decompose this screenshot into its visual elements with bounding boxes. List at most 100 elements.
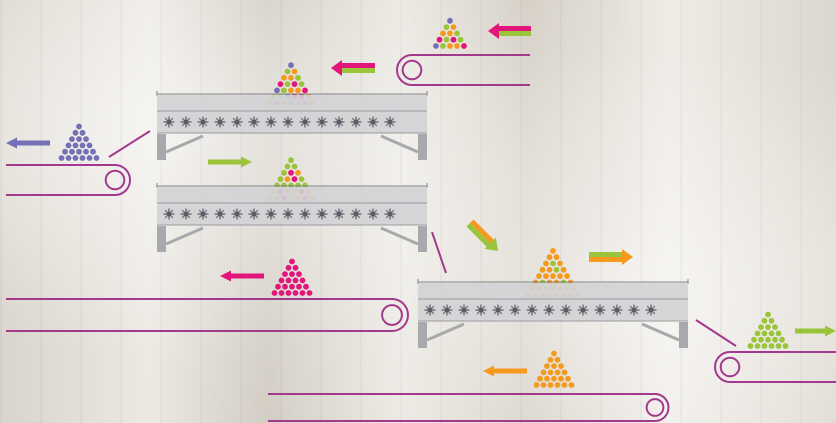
gear-icon [282, 116, 294, 128]
conveyor-belt-line [6, 298, 409, 332]
gear-icon [611, 304, 623, 316]
bead-pile-output-pink [271, 258, 313, 296]
bead [775, 330, 782, 337]
bead [291, 68, 298, 75]
bead [65, 155, 72, 161]
arrow-band [499, 26, 531, 31]
bead [751, 336, 757, 343]
gear-icon [492, 304, 504, 316]
bead [561, 369, 568, 376]
arrow-icon-output-orange [483, 365, 527, 377]
bead [754, 330, 761, 337]
gear-icon [180, 116, 192, 128]
machine-body [418, 283, 688, 321]
bead [457, 36, 464, 43]
gear-icon [424, 304, 436, 316]
gear-hub [444, 307, 450, 313]
bead [76, 148, 82, 155]
arrow-band [470, 219, 494, 244]
gear-hub [285, 211, 291, 217]
machine-brace [165, 226, 204, 246]
bead [288, 182, 294, 189]
bead [772, 336, 778, 343]
conveyor-belt-line [714, 351, 836, 383]
arrow-head [241, 156, 252, 168]
gear-hub [370, 211, 376, 217]
bead [69, 148, 75, 155]
transfer-line-2 [431, 231, 447, 274]
bead [543, 273, 549, 279]
gear-icon [197, 116, 209, 128]
bead [551, 375, 557, 382]
roller-icon [401, 59, 423, 81]
bead [72, 155, 79, 161]
bead [299, 277, 306, 284]
gear-icon [282, 208, 294, 220]
bead [779, 336, 785, 343]
bead [537, 375, 543, 382]
arrow-band [494, 368, 527, 374]
bead [281, 182, 287, 189]
gear-hub [166, 211, 172, 217]
bead [551, 350, 557, 357]
machine-leg [157, 134, 166, 160]
bead [546, 266, 553, 273]
bead [282, 271, 288, 277]
bead [284, 81, 291, 87]
arrow-icon-machine3-out [589, 249, 633, 265]
bead [277, 176, 284, 183]
gear-icon [163, 208, 175, 220]
gear-hub [268, 119, 274, 125]
arrow-head [484, 237, 499, 252]
gear-hub [353, 119, 359, 125]
bead [298, 81, 305, 87]
gear-icon [316, 116, 328, 128]
bead [558, 375, 564, 382]
arrow-head [220, 270, 231, 282]
bead [765, 311, 771, 318]
gear-icon [441, 304, 453, 316]
bead [557, 260, 563, 267]
gear-hub [319, 211, 325, 217]
gear-hub [370, 119, 376, 125]
bead [58, 155, 65, 161]
gear-hub [427, 307, 433, 313]
bead [768, 317, 775, 324]
bead [79, 129, 86, 136]
machine-brace [380, 134, 419, 154]
gear-icon [231, 208, 243, 220]
gear-hub [512, 307, 518, 313]
gear-icon [214, 116, 226, 128]
bead [274, 182, 280, 189]
gear-icon [333, 116, 345, 128]
machine-stage-3 [417, 279, 689, 348]
bead [765, 336, 771, 343]
bead [288, 87, 294, 94]
gear-hub [563, 307, 569, 313]
bead [288, 157, 294, 164]
gear-hub [217, 211, 223, 217]
bead [561, 382, 568, 388]
bead [540, 369, 547, 376]
bead [288, 169, 294, 176]
arrow-icon-output-green [795, 325, 836, 337]
gear-hub [302, 211, 308, 217]
bead [765, 324, 771, 330]
arrow-band [589, 257, 622, 262]
machine-brace [380, 226, 419, 246]
gear-icon [458, 304, 470, 316]
bead [568, 382, 575, 388]
gear-icon [384, 116, 396, 128]
arrow-icon-input-top [488, 23, 531, 39]
bead [758, 336, 764, 343]
bead [447, 30, 453, 37]
gear-hub [200, 119, 206, 125]
bead [461, 43, 467, 49]
arrow-icon-machine3-in [466, 219, 499, 252]
gear-hub [166, 119, 172, 125]
bead [292, 277, 299, 284]
gear-hub [251, 119, 257, 125]
gear-icon [475, 304, 487, 316]
